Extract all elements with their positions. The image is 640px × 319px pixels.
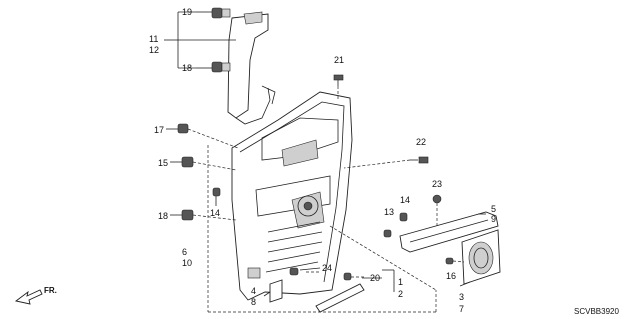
clip-23 — [432, 194, 442, 204]
label-15: 15 — [158, 158, 168, 168]
label-7: 7 — [459, 304, 464, 314]
clip-24 — [289, 267, 299, 276]
front-label: FR. — [44, 286, 57, 295]
screw-22 — [410, 156, 429, 164]
clip-16 — [445, 257, 454, 265]
clip-20 — [343, 272, 352, 281]
label-3: 3 — [459, 292, 464, 302]
label-16: 16 — [446, 271, 456, 281]
label-18-lower: 18 — [158, 211, 168, 221]
label-14-right: 14 — [400, 195, 410, 205]
label-13: 13 — [384, 207, 394, 217]
label-2: 2 — [398, 289, 403, 299]
label-10: 10 — [182, 258, 192, 268]
label-23: 23 — [432, 179, 442, 189]
label-18-upper: 18 — [182, 63, 192, 73]
clip-19 — [211, 7, 231, 19]
label-6: 6 — [182, 247, 187, 257]
label-11: 11 — [149, 34, 158, 44]
label-19: 19 — [182, 7, 192, 17]
front-direction-arrow: FR. — [14, 286, 57, 305]
grab-handle — [399, 211, 499, 253]
leader-lines — [164, 11, 486, 297]
label-1: 1 — [398, 277, 403, 287]
clip-18-upper — [211, 61, 231, 73]
label-14-left: 14 — [210, 208, 220, 218]
assembly-lines — [187, 86, 465, 313]
label-4: 4 — [251, 286, 256, 296]
clip-15 — [181, 156, 194, 168]
label-5: 5 — [491, 204, 496, 214]
label-20: 20 — [370, 273, 380, 283]
clip-14-right — [399, 212, 408, 222]
label-21: 21 — [334, 55, 344, 65]
clip-18-lower — [181, 209, 194, 221]
speaker-grille — [461, 229, 501, 285]
diagram-code: SCVBB3920 — [574, 307, 619, 316]
clip-17 — [177, 123, 189, 134]
label-8: 8 — [251, 297, 256, 307]
label-9: 9 — [491, 214, 496, 224]
clip-14-left — [212, 187, 221, 197]
label-22: 22 — [416, 137, 426, 147]
pillar-trim — [227, 11, 276, 125]
bracket-4-8 — [269, 279, 283, 303]
label-24: 24 — [322, 263, 332, 273]
clip-13 — [383, 229, 392, 238]
screw-21 — [333, 74, 344, 86]
label-17: 17 — [154, 125, 164, 135]
door-lining — [231, 91, 353, 301]
label-12: 12 — [149, 45, 159, 55]
trim-strip-1-2 — [315, 283, 365, 313]
